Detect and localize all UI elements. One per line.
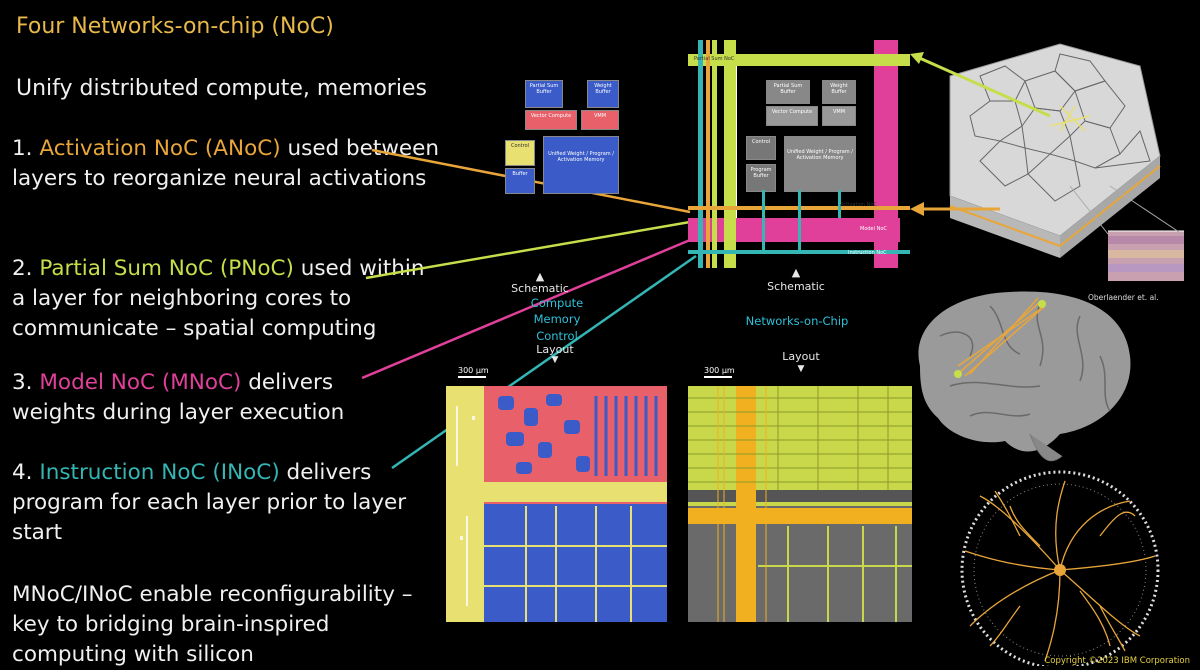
schematic-arrow-left: ▲ bbox=[535, 270, 545, 283]
schematic-label-right: Schematic bbox=[767, 280, 825, 293]
partial-sum-buffer-block: Partial Sum Buffer bbox=[525, 80, 563, 108]
layout-image-left bbox=[446, 386, 667, 622]
layout-label-left: Layout bbox=[536, 343, 574, 356]
program-buffer-block: Program Buffer bbox=[746, 164, 776, 192]
vector-compute-block: Vector Compute bbox=[525, 110, 577, 130]
orange-vertical-bus bbox=[736, 386, 756, 622]
slide-title: Four Networks-on-chip (NoC) bbox=[16, 14, 334, 39]
layout-image-right bbox=[688, 386, 912, 622]
schematic-label-left: Schematic bbox=[511, 282, 569, 295]
instruction-noc-horizontal bbox=[688, 250, 910, 254]
partial-sum-noc-bar bbox=[688, 54, 910, 66]
model-noc-horizontal bbox=[688, 218, 900, 242]
item-text: used between layers to reorganize neural… bbox=[12, 136, 439, 191]
instruction-connector bbox=[391, 254, 697, 470]
teal-connector bbox=[762, 190, 765, 250]
model-noc-label: Model NoC bbox=[860, 226, 887, 232]
instruction-noc-name: Instruction NoC (INoC) bbox=[39, 460, 280, 485]
scale-line bbox=[458, 376, 486, 378]
scale-label-right: 300 µm bbox=[704, 366, 735, 375]
layout-texture-right bbox=[688, 386, 912, 622]
noc-schematic: Partial Sum Buffer Weight Buffer Vector … bbox=[688, 40, 916, 270]
activation-noc-label: Activation NoC bbox=[840, 202, 877, 208]
model-noc-name: Model NoC (MNoC) bbox=[39, 370, 242, 395]
teal-connector bbox=[838, 190, 841, 218]
connectome-image bbox=[960, 470, 1160, 666]
cortex-hexagon-slab bbox=[949, 43, 1161, 258]
partial-sum-noc-label: Partial Sum NoC bbox=[694, 56, 735, 62]
model-connector bbox=[361, 238, 691, 380]
brain-image bbox=[918, 291, 1131, 462]
partial-sum-buffer-block: Partial Sum Buffer bbox=[766, 80, 810, 104]
small-core-diagram: Partial Sum Buffer Weight Buffer Vector … bbox=[505, 80, 625, 195]
buffer-block: Buffer bbox=[505, 168, 535, 194]
vector-compute-block: Vector Compute bbox=[766, 106, 818, 126]
orange-horizontal-bus bbox=[688, 508, 912, 524]
schematic-arrow-right: ▲ bbox=[791, 266, 801, 279]
control-label: Control bbox=[536, 329, 578, 343]
layout-label-right: Layout bbox=[782, 350, 820, 363]
compute-label: Compute bbox=[530, 296, 584, 310]
memory-label: Memory bbox=[533, 312, 581, 326]
item-text: delivers weights during layer execution bbox=[12, 370, 345, 425]
item-number: 1. bbox=[12, 136, 40, 161]
control-block: Control bbox=[746, 136, 776, 160]
item-text: used within a layer for neighboring core… bbox=[12, 256, 425, 341]
partial-sum-noc-vertical-wide bbox=[724, 40, 736, 268]
partial-sum-connector bbox=[365, 220, 691, 280]
unified-memory-block: Unified Weight / Program / Activation Me… bbox=[784, 136, 856, 192]
unified-memory-block: Unified Weight / Program / Activation Me… bbox=[543, 136, 619, 194]
instruction-noc-vertical bbox=[698, 40, 703, 268]
lower-grey-region bbox=[688, 506, 912, 622]
item-activation-noc: 1. Activation NoC (ANoC) used between la… bbox=[12, 134, 442, 194]
biology-illustrations bbox=[910, 43, 1184, 666]
vmm-block: VMM bbox=[581, 110, 619, 130]
conclusion-text: MNoC/INoC enable reconfigurability – key… bbox=[12, 582, 413, 667]
copyright-text: Copyright ©2023 IBM Corporation bbox=[1044, 656, 1190, 666]
partial-sum-noc-name: Partial Sum NoC (PNoC) bbox=[39, 256, 294, 281]
layout-arrow-right: ▼ bbox=[797, 364, 805, 374]
item-number: 3. bbox=[12, 370, 40, 395]
layout-texture-left bbox=[456, 394, 667, 622]
item-number: 2. bbox=[12, 256, 40, 281]
scale-line bbox=[704, 376, 732, 378]
activation-noc-vertical bbox=[706, 40, 710, 268]
slide-subtitle: Unify distributed compute, memories bbox=[16, 76, 427, 101]
vmm-block: VMM bbox=[822, 106, 856, 126]
scale-bar-right: 300 µm bbox=[704, 366, 735, 378]
item-text: delivers program for each layer prior to… bbox=[12, 460, 407, 545]
item-number: 4. bbox=[12, 460, 40, 485]
weight-buffer-block: Weight Buffer bbox=[587, 80, 619, 108]
cortex-layer-image bbox=[1069, 185, 1184, 281]
scale-label-left: 300 µm bbox=[458, 366, 489, 375]
credit-label: Oberlaender et. al. bbox=[1088, 293, 1159, 302]
partial-sum-noc-vertical bbox=[712, 40, 717, 268]
instruction-noc-label: Instruction NoC bbox=[848, 250, 887, 256]
weight-buffer-block: Weight Buffer bbox=[822, 80, 856, 104]
layout-arrow-left: ▼ bbox=[551, 355, 559, 365]
item-model-noc: 3. Model NoC (MNoC) delivers weights dur… bbox=[12, 368, 412, 428]
teal-connector bbox=[798, 190, 801, 250]
networks-on-chip-label: Networks-on-Chip bbox=[745, 314, 849, 328]
item-instruction-noc: 4. Instruction NoC (INoC) delivers progr… bbox=[12, 458, 427, 548]
activation-noc-name: Activation NoC (ANoC) bbox=[39, 136, 281, 161]
partial-sum-arrow bbox=[914, 54, 1051, 118]
control-band bbox=[446, 482, 667, 502]
control-block: Control bbox=[505, 140, 535, 166]
scale-bar-left: 300 µm bbox=[458, 366, 489, 378]
control-region bbox=[446, 386, 484, 622]
item-partial-sum-noc: 2. Partial Sum NoC (PNoC) used within a … bbox=[12, 254, 442, 344]
